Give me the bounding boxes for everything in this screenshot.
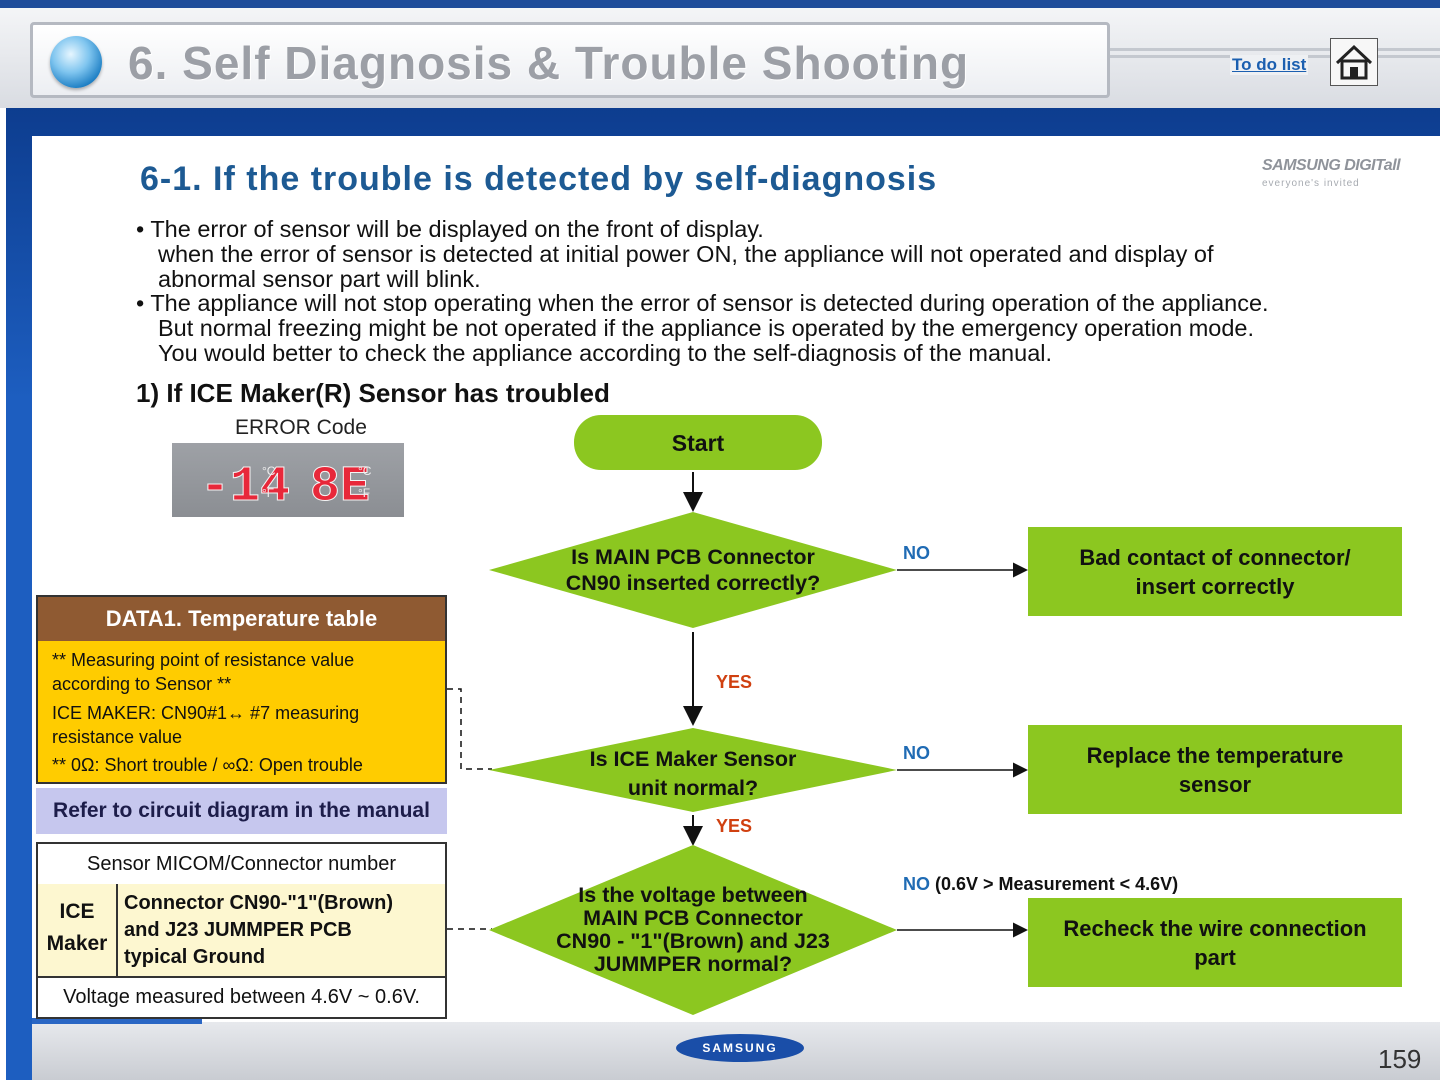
section-heading: 6-1. If the trouble is detected by self-… xyxy=(140,160,938,198)
bullet-line: when the error of sensor is detected at … xyxy=(158,241,1214,267)
yes-label-1: YES xyxy=(716,672,753,692)
right-unit-f: °F xyxy=(358,486,370,500)
data1-title: DATA1. Temperature table xyxy=(38,597,445,641)
bullet-line: • The appliance will not stop operating … xyxy=(136,290,1269,316)
home-icon xyxy=(1335,44,1373,80)
action-line: sensor xyxy=(1178,771,1252,797)
micom-table-row: ICE Maker Connector CN90-"1"(Brown) and … xyxy=(38,884,445,978)
samsung-logo: SAMSUNG xyxy=(676,1034,804,1062)
no-label-3-word: NO xyxy=(903,874,930,894)
decision-line: Is MAIN PCB Connector xyxy=(571,545,815,569)
refer-circuit-note: Refer to circuit diagram in the manual xyxy=(36,788,447,834)
action-line: Bad contact of connector/ xyxy=(1079,544,1351,570)
slide-title: 6. Self Diagnosis & Trouble Shooting xyxy=(128,37,970,89)
flow-decision-2-text: Is ICE Maker Sensor unit normal? xyxy=(520,745,866,803)
data1-line: ICE MAKER: CN90#1↔ #7 measuring xyxy=(52,703,360,723)
no-label-3: NO (0.6V > Measurement < 4.6V) xyxy=(903,874,1178,895)
flow-action-3: Recheck the wire connection part xyxy=(1028,898,1402,987)
flow-action-2: Replace the temperature sensor xyxy=(1028,725,1402,814)
flow-decision-3-text: Is the voltage between MAIN PCB Connecto… xyxy=(510,884,876,976)
bullet-line: abnormal sensor part will blink. xyxy=(158,266,481,292)
bottom-accent xyxy=(32,1018,202,1024)
todo-list-link[interactable]: To do list xyxy=(1230,55,1309,75)
action-line: Replace the temperature xyxy=(1086,742,1344,768)
micom-row-value-line: and J23 JUMMPER PCB xyxy=(124,919,352,941)
action-line: insert correctly xyxy=(1135,573,1295,599)
data1-line: ** 0Ω: Short trouble / ∞Ω: Open trouble xyxy=(52,755,363,775)
no-label-2: NO xyxy=(903,743,930,763)
decision-line: CN90 - "1"(Brown) and J23 xyxy=(556,929,830,953)
flow-decision-1-text: Is MAIN PCB Connector CN90 inserted corr… xyxy=(520,544,866,596)
orb-icon xyxy=(50,36,102,88)
micom-row-label-line: ICE xyxy=(59,900,95,923)
decision-line: Is ICE Maker Sensor xyxy=(589,747,797,771)
samsung-tagline: everyone's invited xyxy=(1262,178,1360,189)
decision-line: JUMMPER normal? xyxy=(593,952,793,976)
home-button[interactable] xyxy=(1330,38,1378,86)
flow-start-shape xyxy=(574,415,822,470)
action-line: part xyxy=(1194,944,1236,970)
samsung-digitall-logo: SAMSUNG DIGITall xyxy=(1262,157,1401,174)
bullet-line: • The error of sensor will be displayed … xyxy=(136,216,764,242)
left-unit-f: °F xyxy=(262,486,274,500)
top-stripe xyxy=(0,0,1440,8)
right-display-digits: 8E xyxy=(310,459,370,516)
decision-line: unit normal? xyxy=(627,776,759,800)
flow-decision-3-shape xyxy=(489,845,897,1015)
title-frame xyxy=(30,22,1110,98)
left-unit-c: °C xyxy=(262,464,276,478)
micom-row-label-line: Maker xyxy=(46,932,108,955)
no-label-1: NO xyxy=(903,543,930,563)
sub-heading: 1) If ICE Maker(R) Sensor has troubled xyxy=(136,378,610,408)
flow-start-label: Start xyxy=(671,430,725,456)
data1-line: resistance value xyxy=(52,727,183,747)
micom-row-value-line: typical Ground xyxy=(124,946,266,968)
bullet-line: You would better to check the appliance … xyxy=(158,340,1053,366)
error-code-label: ERROR Code xyxy=(235,416,367,439)
flow-decision-1-shape xyxy=(489,512,897,628)
micom-row-value-line: Connector CN90-"1"(Brown) xyxy=(124,892,393,914)
page-number: 159 xyxy=(1378,1044,1422,1074)
micom-row-label: ICE Maker xyxy=(38,884,118,976)
data1-line: ** Measuring point of resistance value xyxy=(52,650,355,670)
decision-line: CN90 inserted correctly? xyxy=(565,571,821,595)
decision-line: Is the voltage between xyxy=(578,883,808,907)
action-line: Recheck the wire connection xyxy=(1063,915,1367,941)
bullet-line: But normal freezing might be not operate… xyxy=(158,315,1255,341)
yes-label-2: YES xyxy=(716,816,753,836)
sensor-micom-table: Sensor MICOM/Connector number ICE Maker … xyxy=(36,842,447,1019)
flow-decision-2-shape xyxy=(489,728,897,812)
micom-table-footer: Voltage measured between 4.6V ~ 0.6V. xyxy=(63,986,420,1008)
decision-line: MAIN PCB Connector xyxy=(583,906,803,930)
data1-line: according to Sensor ** xyxy=(52,674,232,694)
error-code-display: -14 °C °F 8E °C °F xyxy=(172,443,404,517)
micom-row-value: Connector CN90-"1"(Brown) and J23 JUMMPE… xyxy=(124,890,393,971)
flow-action-1: Bad contact of connector/ insert correct… xyxy=(1028,527,1402,616)
dashed-link-data1 xyxy=(447,688,492,770)
data1-temperature-table: DATA1. Temperature table ** Measuring po… xyxy=(36,595,447,784)
left-display-digits: -14 xyxy=(200,459,290,516)
no-label-3-condition: (0.6V > Measurement < 4.6V) xyxy=(935,874,1179,894)
right-unit-c: °C xyxy=(358,464,372,478)
